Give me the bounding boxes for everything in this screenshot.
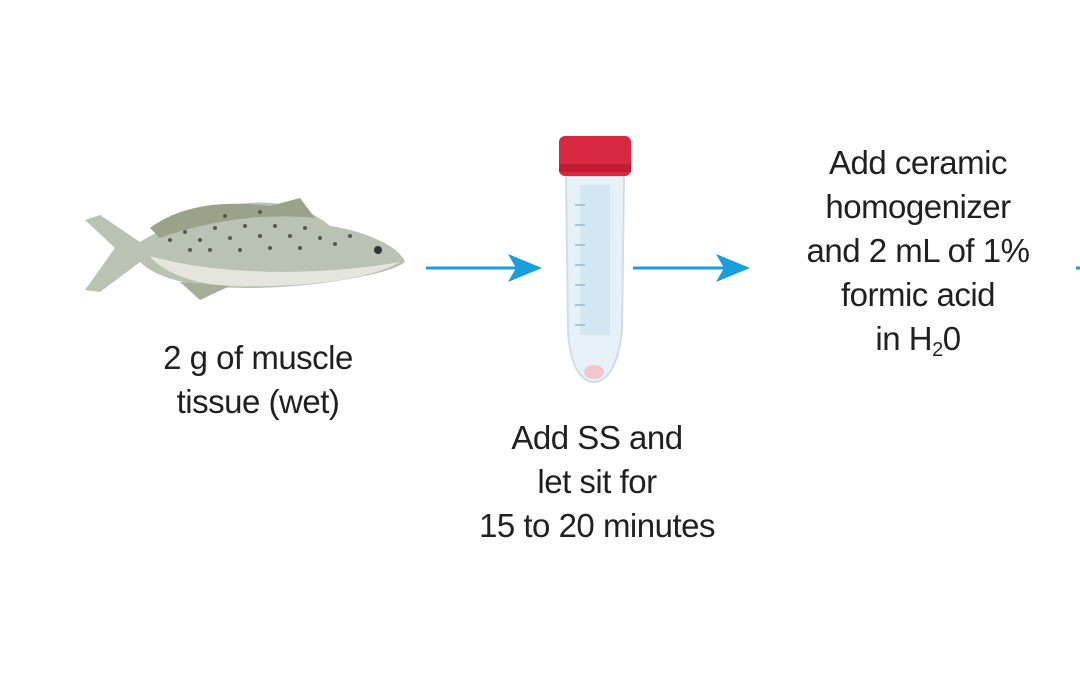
- label-line: homogenizer: [825, 188, 1011, 225]
- label-line: Add ceramic: [829, 144, 1007, 181]
- formula-subscript: 2: [932, 339, 943, 361]
- formula-prefix: in H: [875, 320, 933, 357]
- label-line: tissue (wet): [176, 383, 340, 420]
- label-line-formula: in H20: [768, 317, 1068, 361]
- formula-suffix: 0: [942, 320, 961, 357]
- fish-icon: [85, 198, 405, 300]
- centrifuge-tube-icon: [559, 136, 631, 384]
- step-1-label: 2 g of muscle tissue (wet): [118, 336, 398, 424]
- arrow-2: [633, 254, 750, 282]
- label-line: let sit for: [537, 463, 657, 500]
- step-3-label: Add ceramic homogenizer and 2 mL of 1% f…: [768, 141, 1068, 361]
- label-line: 2 g of muscle: [163, 339, 353, 376]
- label-line: 15 to 20 minutes: [479, 507, 716, 544]
- label-line: Add SS and: [511, 419, 683, 456]
- arrow-1: [426, 254, 542, 282]
- fish-spots: [168, 210, 352, 252]
- step-2-label: Add SS and let sit for 15 to 20 minutes: [437, 416, 757, 548]
- label-line: formic acid: [840, 276, 996, 313]
- label-line: and 2 mL of 1%: [806, 232, 1030, 269]
